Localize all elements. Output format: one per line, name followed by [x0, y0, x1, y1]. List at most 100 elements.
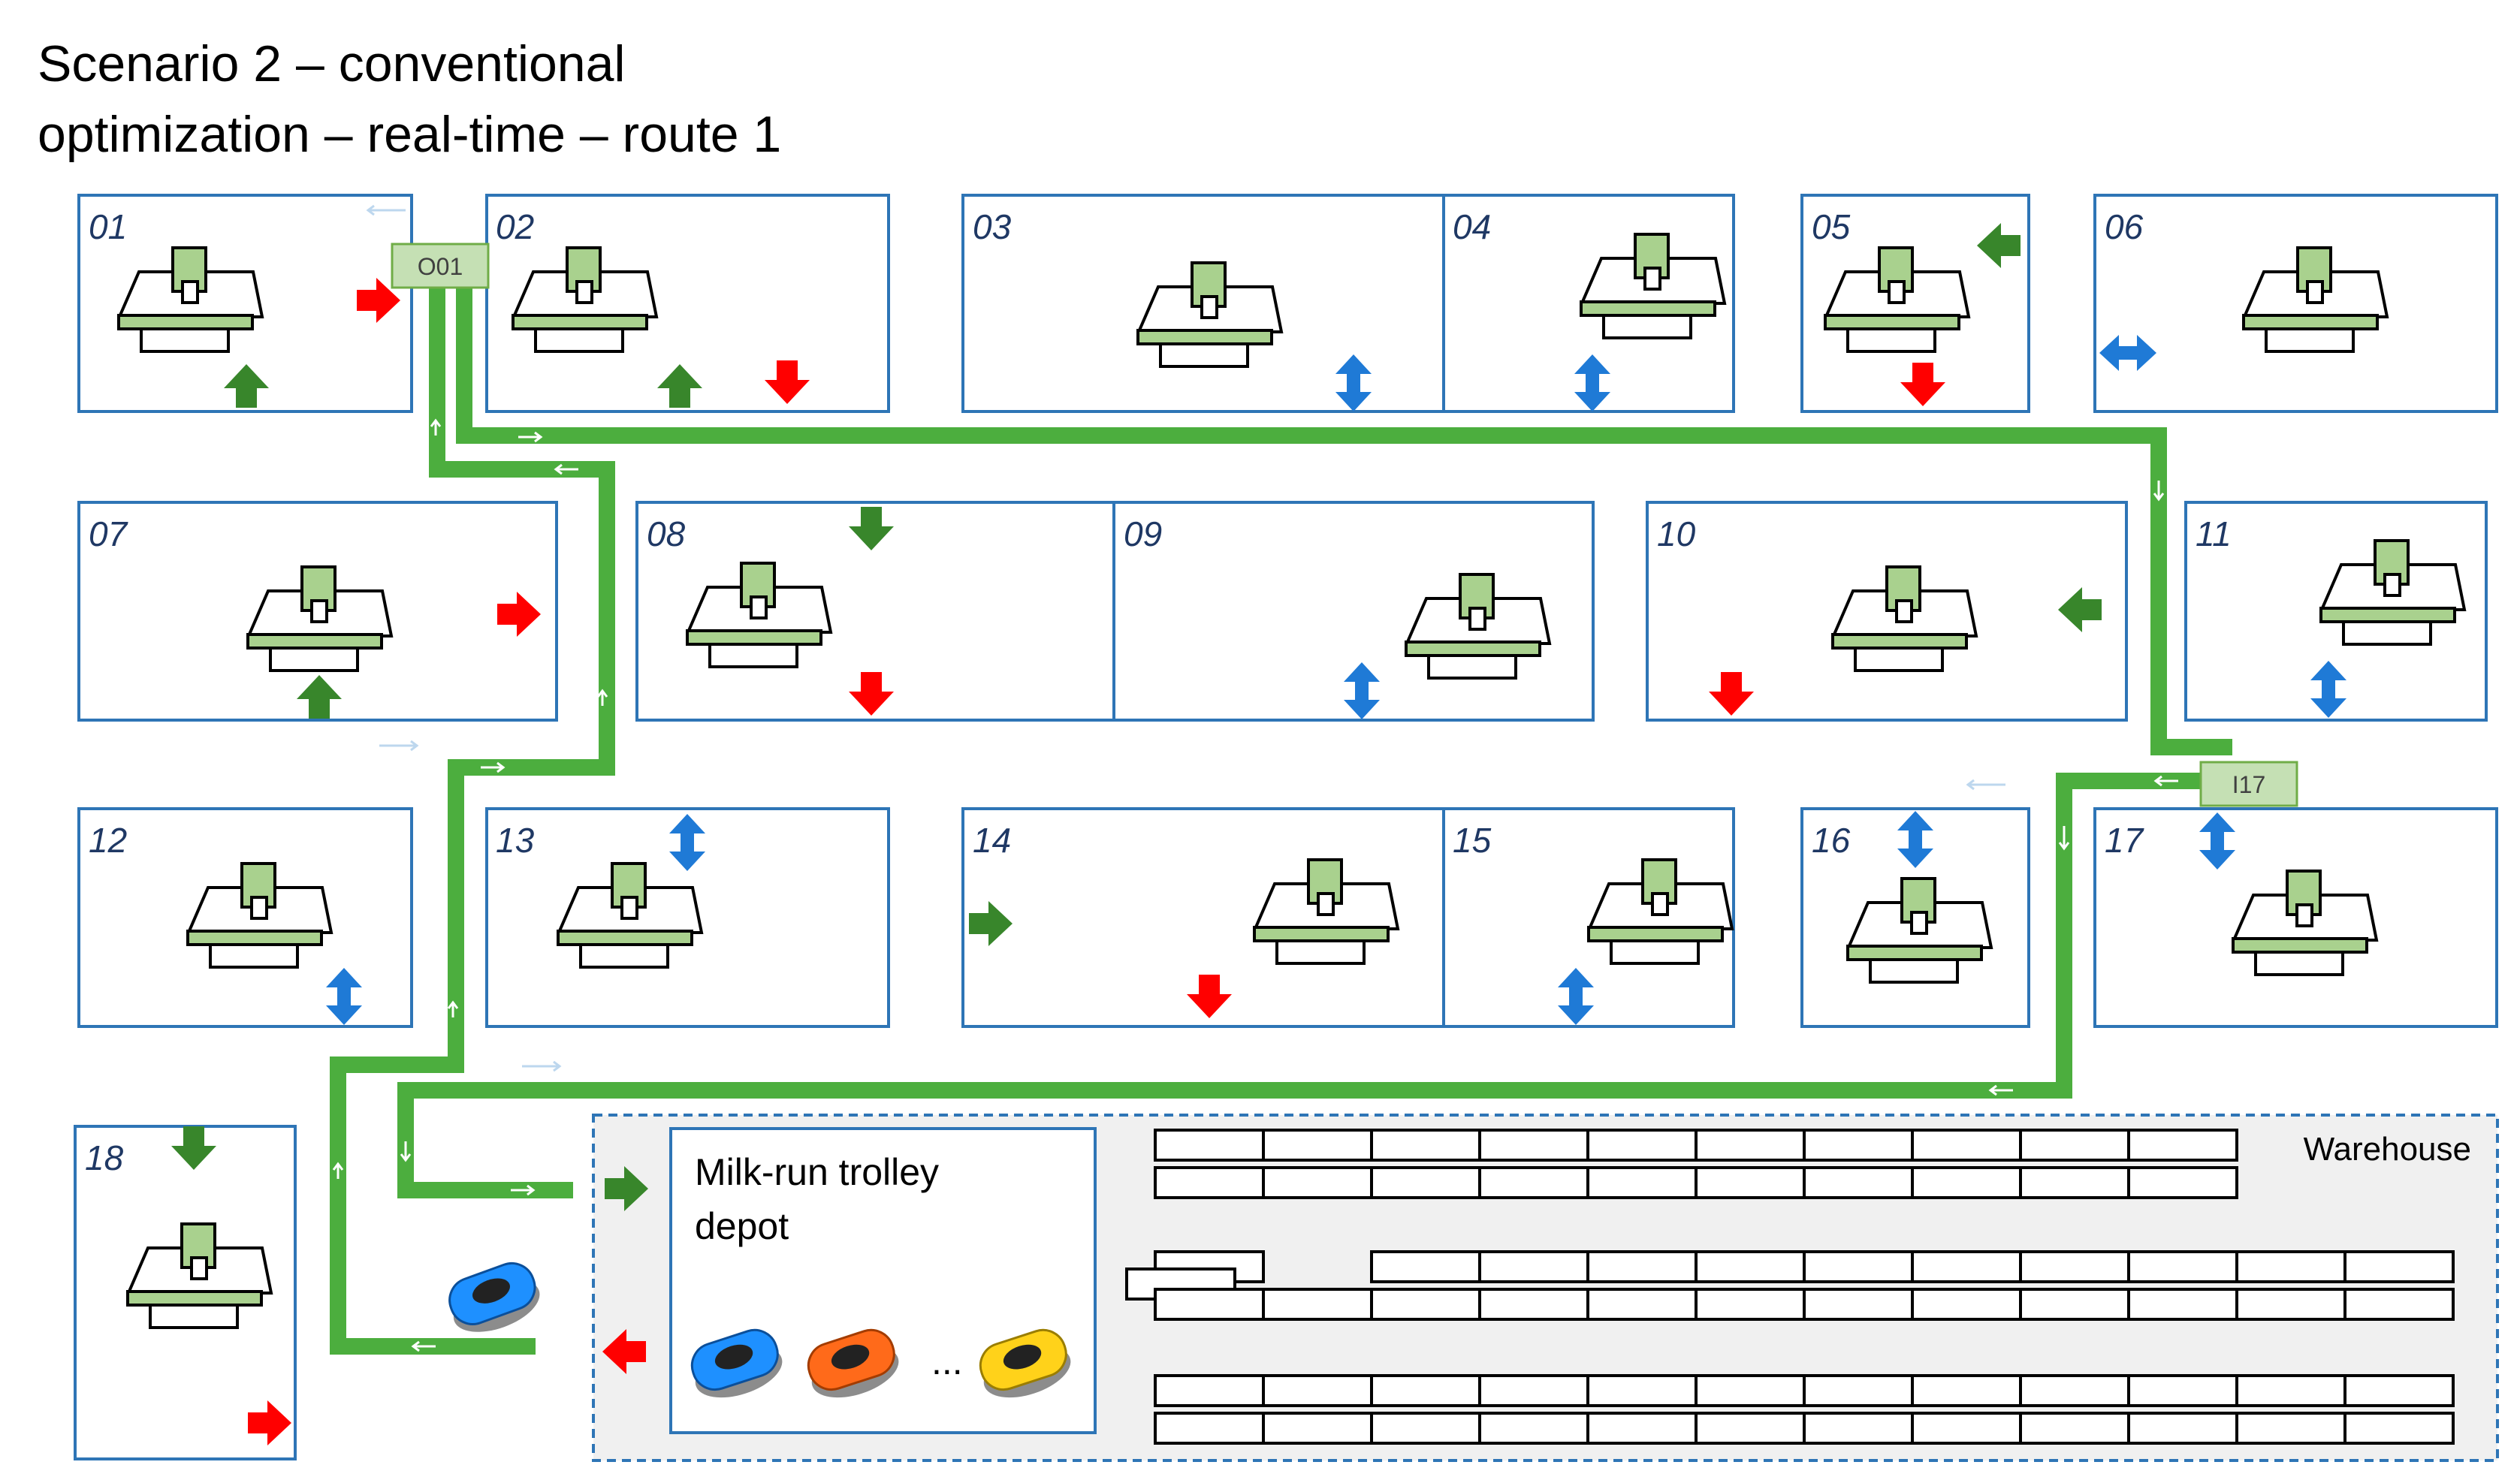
arrow-right-red-18 [248, 1400, 291, 1445]
machine-icon-09 [1405, 573, 1551, 680]
station-label-05: 05 [1812, 207, 1851, 246]
stations [74, 194, 2498, 1460]
station-label-12: 12 [89, 821, 127, 860]
arrow-up-green-01 [224, 364, 269, 408]
trolley-icon-orange[interactable] [801, 1324, 905, 1407]
station-box-17 [2093, 807, 2498, 1028]
machine-icon-08 [686, 562, 832, 668]
machine-icon-05 [1824, 246, 1970, 353]
station-box-01 [77, 194, 413, 413]
machine-icon-12 [186, 862, 333, 969]
shelf-row-3 [1125, 1250, 2455, 1301]
shelf-row-4 [1154, 1288, 2455, 1321]
station-label-14: 14 [973, 821, 1011, 860]
route-1-path [330, 267, 2232, 1355]
depot-label-line-1: Milk-run trolley [695, 1151, 939, 1193]
depot-label-line-2: depot [695, 1205, 789, 1247]
warehouse-label: Warehouse [2304, 1131, 2471, 1168]
machine-icon-01 [117, 246, 264, 353]
arrow-updown-blue-11 [2310, 661, 2346, 718]
station-box-15 [1442, 807, 1735, 1028]
station-box-04 [1442, 194, 1735, 413]
machine-icon-04 [1580, 233, 1726, 339]
station-label-10: 10 [1657, 514, 1696, 553]
station-label-13: 13 [496, 821, 535, 860]
arrow-down-green-08 [849, 507, 894, 550]
arrow-right-red-07 [497, 592, 541, 637]
station-box-05 [1800, 194, 2030, 413]
station-label-01: 01 [89, 207, 127, 246]
route-segment-east [456, 267, 2232, 755]
station-box-07 [77, 501, 558, 722]
station-label-04: 04 [1453, 207, 1491, 246]
arrow-updown-blue-12 [326, 968, 362, 1025]
station-label-11: 11 [2196, 514, 2232, 553]
station-box-10 [1646, 501, 2128, 722]
arrow-updown-blue-16 [1897, 811, 1933, 868]
station-box-11 [2184, 501, 2488, 722]
arrow-down-red-10 [1709, 672, 1754, 716]
route-direction-markers [332, 418, 2178, 1352]
machine-icon-15 [1587, 858, 1734, 965]
arrow-down-red-14 [1187, 975, 1232, 1018]
station-label-16: 16 [1812, 821, 1851, 860]
station-label-18: 18 [85, 1138, 124, 1177]
machine-icon-10 [1831, 565, 1978, 672]
arrow-up-green-02 [657, 364, 702, 408]
arrow-updown-blue-09 [1344, 662, 1380, 719]
machine-icon-06 [2242, 246, 2389, 353]
shelf-row-6 [1154, 1412, 2455, 1445]
arrow-leftright-blue-06 [2099, 335, 2156, 371]
station-label-17: 17 [2105, 821, 2144, 860]
machine-icon-07 [246, 565, 393, 672]
route-segment-west [330, 267, 615, 1355]
shelf-row-5 [1154, 1374, 2455, 1407]
machine-icon-18 [126, 1222, 273, 1329]
shelf-row-1 [1154, 1129, 2238, 1162]
arrow-updown-blue-03 [1335, 354, 1372, 411]
title-line-1: Scenario 2 – conventional [38, 35, 626, 92]
machine-icon-03 [1136, 261, 1283, 368]
arrow-down-red-08 [849, 672, 894, 716]
arrow-updown-blue-15 [1558, 968, 1594, 1025]
arrow-down-red-05 [1900, 363, 1945, 406]
warehouse-shelves [1125, 1129, 2455, 1445]
machine-icon-11 [2319, 539, 2466, 646]
station-label-08: 08 [647, 514, 686, 553]
arrow-left-green-10 [2058, 587, 2102, 632]
station-label-02: 02 [496, 207, 534, 246]
route-tag-i17-label: I17 [2232, 771, 2265, 798]
faint-direction-hints [366, 204, 2005, 1072]
arrow-left-green-05 [1977, 223, 2021, 268]
machine-icon-17 [2232, 870, 2378, 976]
machine-icon-13 [557, 862, 703, 969]
trolley-icon-yellow[interactable] [973, 1324, 1077, 1407]
station-label-09: 09 [1124, 514, 1162, 553]
route-tag-o01-label: O01 [418, 253, 463, 280]
shelf-row-2 [1154, 1166, 2238, 1199]
arrow-down-red-02 [765, 360, 810, 404]
machine-icon-02 [512, 246, 658, 353]
machine-icon-14 [1253, 858, 1399, 965]
station-box-16 [1800, 807, 2030, 1028]
trolley-icon-blue[interactable] [685, 1324, 789, 1407]
station-label-07: 07 [89, 514, 128, 553]
machine-icon-16 [1846, 877, 1993, 984]
title-line-2: optimization – real-time – route 1 [38, 106, 781, 163]
station-box-06 [2093, 194, 2498, 413]
station-label-15: 15 [1453, 821, 1492, 860]
station-box-12 [77, 807, 413, 1028]
station-box-02 [485, 194, 890, 413]
arrow-updown-blue-04 [1574, 354, 1610, 411]
station-label-03: 03 [973, 207, 1012, 246]
station-box-09 [1112, 501, 1595, 722]
route-tag-i17[interactable] [2199, 761, 2298, 807]
trolley-icon-route[interactable] [442, 1256, 546, 1342]
depot-ellipsis: ... [931, 1340, 963, 1382]
arrow-right-green-14 [969, 901, 1013, 946]
route-tag-o01[interactable] [391, 243, 490, 289]
arrow-updown-blue-17 [2199, 812, 2235, 870]
station-label-06: 06 [2105, 207, 2144, 246]
arrow-down-green-18 [171, 1126, 216, 1170]
